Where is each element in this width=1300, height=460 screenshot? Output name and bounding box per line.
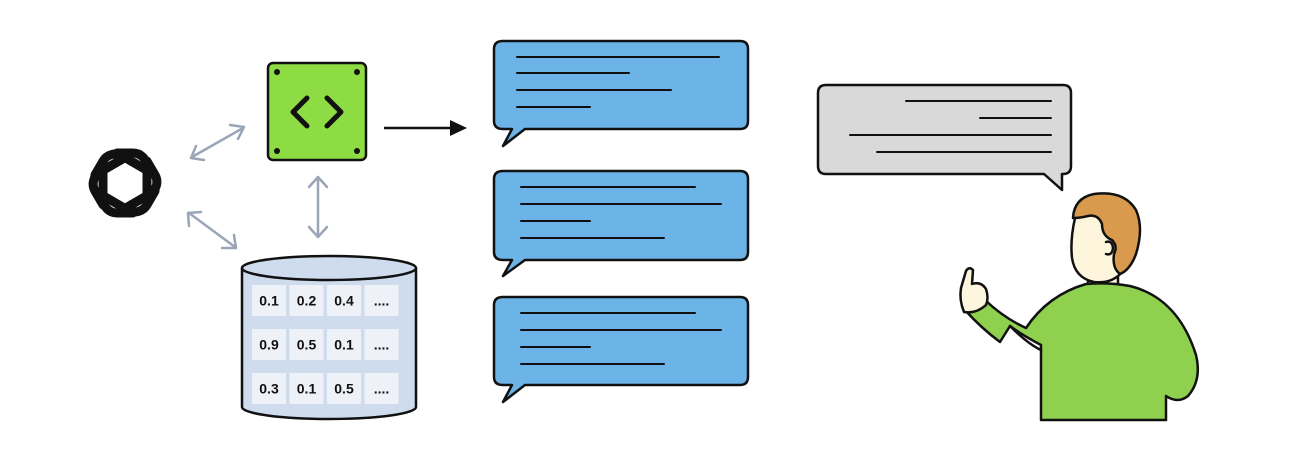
api-box — [266, 61, 368, 162]
vector-table: 0.1 0.2 0.4.... 0.9 0.5 0.1.... 0.3 0.1 0.5.... — [252, 285, 399, 404]
vector-cell-value: 0.2 — [297, 293, 317, 309]
response-bubble-1 — [492, 39, 750, 148]
vector-cell-value: 0.5 — [334, 381, 354, 397]
vector-cell-value: 0.4 — [334, 293, 354, 309]
double-arrow-logo-api — [189, 123, 246, 162]
openai-logo-icon — [88, 148, 162, 218]
arrow-to-responses — [384, 120, 467, 136]
database-icon: 0.1 0.2 0.4.... 0.9 0.5 0.1.... 0.3 0.1 0.5.... — [240, 254, 418, 421]
vector-cell — [289, 285, 324, 316]
double-arrow-api-database — [307, 175, 329, 239]
vector-cell — [364, 329, 399, 360]
vector-cell — [327, 285, 361, 316]
response-bubble-3 — [492, 295, 750, 404]
double-arrow-logo-database — [186, 210, 238, 250]
code-brackets-icon — [290, 95, 344, 129]
vector-cell — [289, 373, 324, 404]
vector-cell-value: 0.1 — [259, 293, 279, 309]
response-bubble-2 — [492, 169, 750, 278]
vector-cell-value: .... — [374, 381, 390, 397]
vector-cell — [252, 329, 286, 360]
vector-cell-value: 0.1 — [297, 381, 317, 397]
vector-cell-value: 0.5 — [297, 337, 317, 353]
user-speech-bubble — [816, 83, 1073, 192]
vector-cell — [327, 329, 361, 360]
vector-cell — [252, 285, 286, 316]
vector-cell — [252, 373, 286, 404]
vector-cell — [364, 373, 399, 404]
vector-cell-value: .... — [374, 293, 390, 309]
vector-cell-value: 0.9 — [259, 337, 279, 353]
vector-cell — [289, 329, 324, 360]
vector-cell — [364, 285, 399, 316]
vector-cell-value: 0.3 — [259, 381, 279, 397]
vector-cell-value: 0.1 — [334, 337, 354, 353]
vector-cell-value: .... — [374, 337, 390, 353]
vector-cell — [327, 373, 361, 404]
person-pointing-icon — [959, 192, 1199, 422]
